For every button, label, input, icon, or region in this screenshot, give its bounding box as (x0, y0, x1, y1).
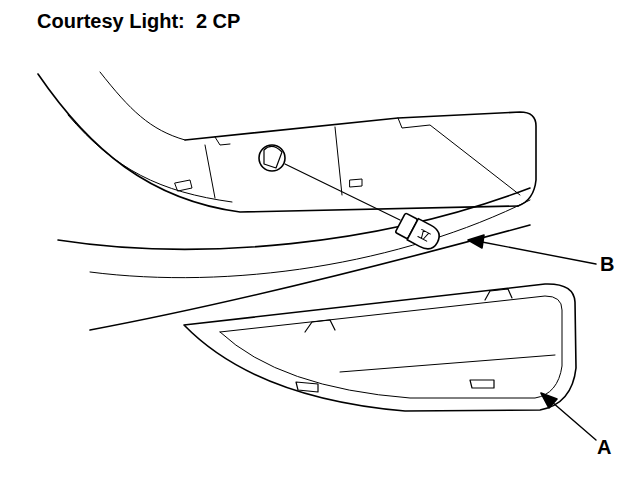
trim-edge (100, 72, 185, 140)
callout-letter: B (600, 254, 614, 274)
housing-slot (350, 179, 362, 187)
lens-inner-edge (340, 355, 555, 372)
trim-edge (68, 115, 232, 202)
lens-tab (470, 380, 494, 388)
socket-detail (264, 146, 282, 168)
trim-line (90, 200, 530, 278)
wedge-bulb (395, 212, 443, 253)
arrowhead (468, 235, 484, 248)
light-housing (185, 112, 536, 206)
housing-tab (215, 137, 230, 145)
trim-line (58, 188, 530, 249)
lens-tab (296, 382, 318, 392)
callout-leader (552, 402, 596, 440)
diagram-title: Courtesy Light: 2 CP (37, 11, 240, 31)
housing-divider (335, 127, 342, 195)
lens-inner-edge (220, 296, 562, 398)
arrowhead (541, 393, 557, 408)
callout-leader (482, 242, 596, 264)
leader-line (285, 164, 400, 220)
bulb-socket (259, 145, 285, 171)
lens-tab (485, 289, 512, 300)
callout-letter: A (597, 437, 611, 457)
trim-edge (38, 74, 518, 212)
housing-slot (175, 180, 192, 191)
housing-edge (398, 118, 520, 195)
housing-edge (205, 145, 215, 198)
lens-tab (305, 320, 335, 332)
lens-cover (184, 284, 576, 411)
